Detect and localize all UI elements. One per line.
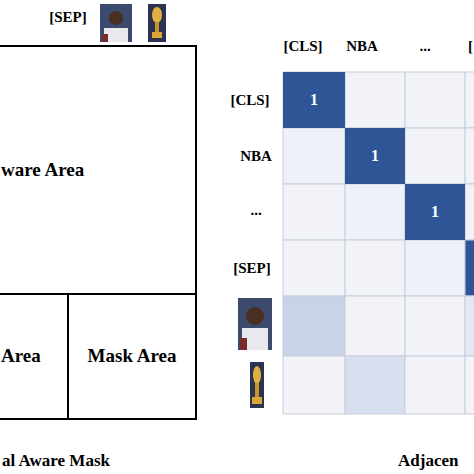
node-text: Mask Area (88, 344, 177, 369)
column-header: NBA (346, 38, 378, 55)
column-header: ... (419, 38, 430, 55)
area-region: Area (0, 293, 69, 420)
subfigure-caption: al Aware Mask (2, 451, 110, 471)
column-header: [CLS] (283, 38, 322, 55)
node-text: 1 (431, 202, 439, 223)
node-text: Area (1, 344, 41, 369)
matrix-cell: 1 (283, 72, 345, 128)
node-text: 1 (310, 90, 318, 111)
mask-area: Mask Area (67, 293, 197, 420)
aware-area: ware Area (0, 45, 197, 295)
row-header: [SEP] (233, 260, 271, 277)
matrix-cell: 1 (405, 184, 465, 240)
matrix-cell: 1 (345, 128, 405, 184)
row-header: NBA (240, 148, 272, 165)
column-header: [ (468, 38, 473, 55)
subfigure-caption: Adjacen (398, 451, 458, 471)
token-label: [SEP] (49, 9, 87, 26)
node-text: ware Area (1, 158, 84, 183)
row-header: [CLS] (230, 92, 269, 109)
row-header: ... (250, 202, 261, 219)
node-text: 1 (371, 146, 379, 167)
